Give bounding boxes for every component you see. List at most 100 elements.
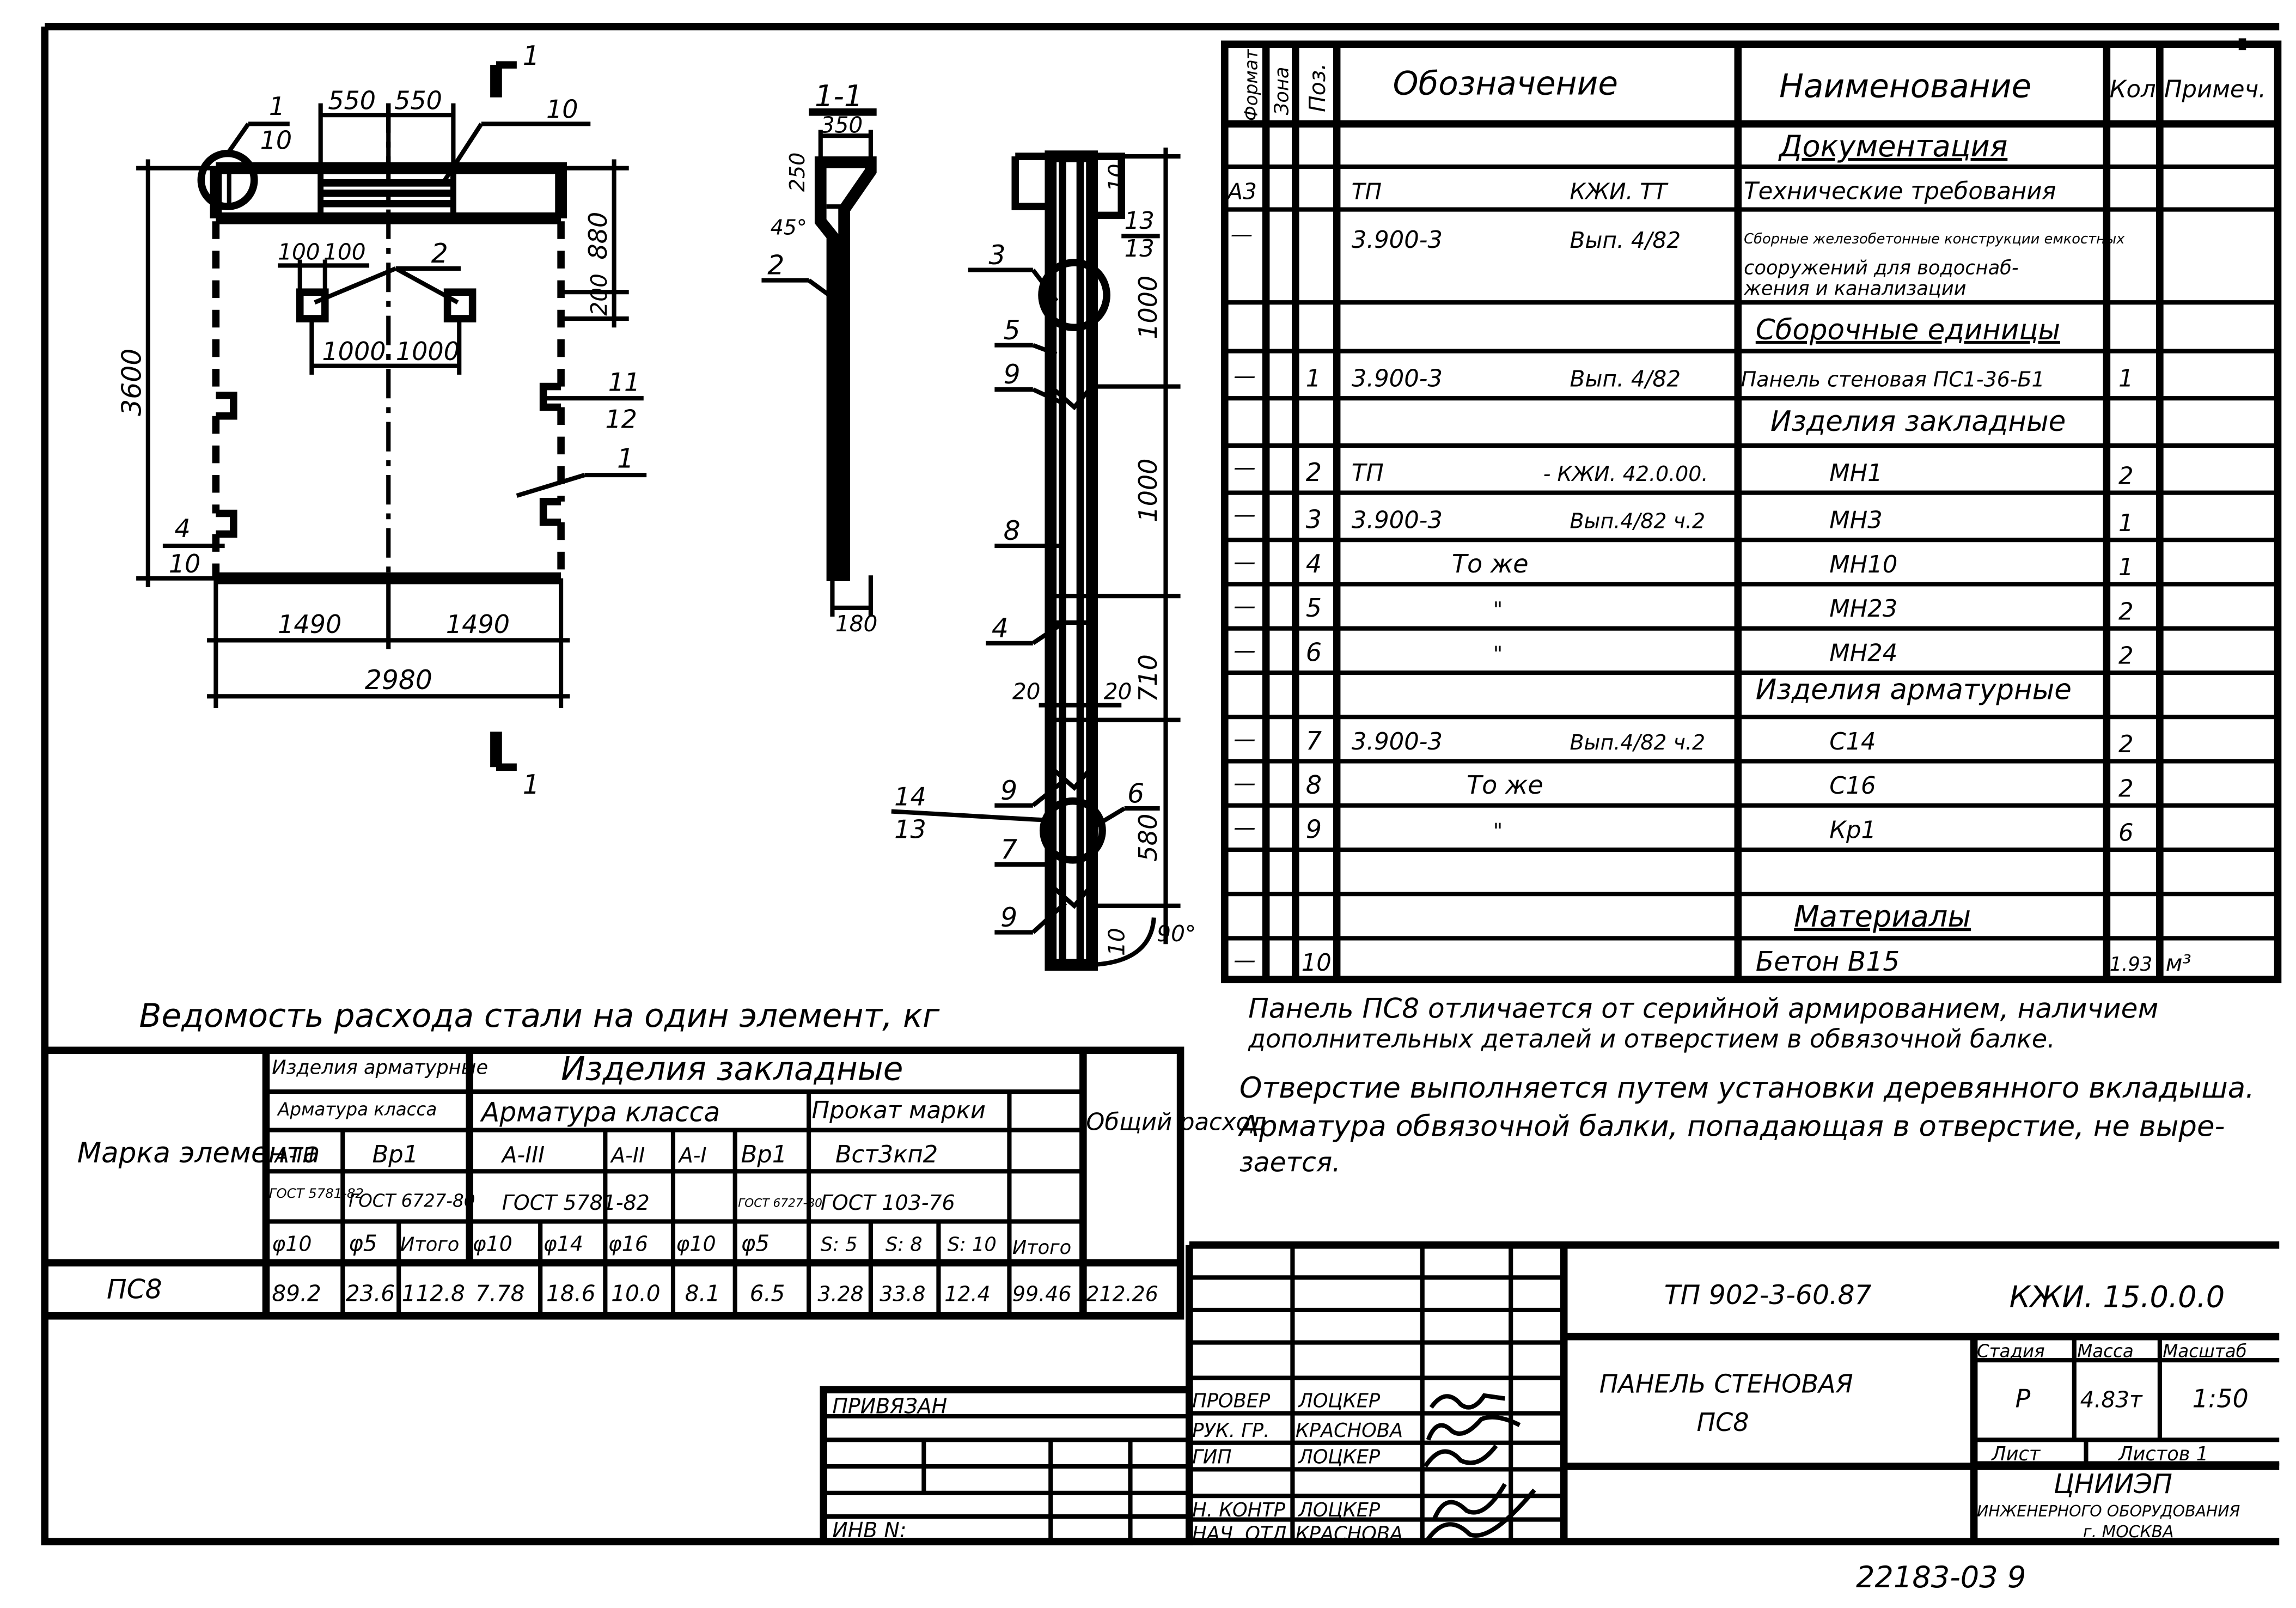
spec-cell: А3: [1226, 179, 1257, 205]
spec-section-rebar: Изделия арматурные: [1756, 674, 2072, 706]
notes-block: Панель ПС8 отличается от серийной армиро…: [1238, 992, 2255, 1178]
steel-gost-103: ГОСТ 103-76: [821, 1191, 955, 1215]
dim-1490-b: 1490: [446, 610, 510, 639]
spec-cell: Бетон В15: [1756, 947, 1900, 977]
spec-header-format: Формат: [1241, 48, 1261, 121]
spec-cell: 1: [1306, 366, 1321, 393]
steel-gost-5781b: ГОСТ 5781-82: [502, 1191, 650, 1215]
role-name: ГИП: [1192, 1446, 1231, 1469]
dim-550-a: 550: [328, 86, 376, 115]
role-name: НАЧ. ОТД: [1192, 1522, 1287, 1545]
org-city: г. МОСКВА: [2083, 1522, 2173, 1542]
elev-bot-10: 10: [1104, 928, 1130, 956]
spec-cell: 9: [1306, 814, 1322, 844]
role-person: ЛОЦКЕР: [1297, 1390, 1381, 1412]
elev-callout-6: 6: [1127, 778, 1144, 809]
spec-cell: —: [1234, 726, 1256, 752]
callout-10: 10: [546, 95, 578, 124]
role-person: ЛОЦКЕР: [1297, 1499, 1381, 1521]
steel-value: 89.2: [272, 1281, 321, 1307]
dim-2980: 2980: [365, 665, 432, 696]
spec-cell: 6: [2118, 820, 2134, 847]
mass-header: Масса: [2077, 1341, 2134, 1362]
role-name: ПРОВЕР: [1192, 1390, 1271, 1412]
drawing-code: КЖИ. 15.0.0.0: [2010, 1280, 2225, 1314]
spec-cell: Кр1: [1829, 817, 1876, 844]
role-name: РУК. ГР.: [1192, 1420, 1269, 1442]
spec-cell: То же: [1467, 770, 1543, 800]
spec-cell: 10: [1302, 949, 1332, 977]
spec-row: — 7 3.900-3 Вып.4/82 ч.2 С14 2: [1234, 726, 2134, 758]
elev-callout-9-a: 9: [1004, 360, 1021, 390]
steel-class-a3: А-III: [273, 1143, 315, 1167]
spec-row: — 3.900-3 Вып. 4/82 Сборные железобетонн…: [1231, 221, 2126, 254]
spec-row: — 9 " Кр1 6: [1234, 814, 2134, 847]
stage-header: Стадия: [1977, 1341, 2045, 1362]
steel-row-mark: ПС8: [107, 1274, 162, 1305]
callout-1-top: 1: [269, 92, 285, 121]
spec-section-materials: Материалы: [1794, 899, 1971, 934]
steel-class-a3b: А-III: [500, 1142, 545, 1168]
spec-cell: Вып.4/82 ч.2: [1570, 509, 1706, 533]
title-block: ПРИВЯЗАН ИНВ N: ПРОВЕР ЛОЦКЕР РУК. ГР. К…: [820, 1241, 2280, 1594]
spec-row: жения и канализации: [1743, 278, 1966, 300]
spec-cell: сооружений для водоснаб-: [1744, 257, 2018, 279]
spec-cell: ТП: [1352, 179, 1382, 205]
spec-cell: 2: [2118, 462, 2134, 490]
spec-cell: Сборные железобетонные конструкции емкос…: [1744, 231, 2125, 247]
dim-180: 180: [835, 611, 878, 637]
steel-d: φ10: [676, 1232, 716, 1256]
steel-header-rolled: Прокат марки: [812, 1097, 986, 1124]
signature-mark: [1423, 1488, 1536, 1545]
steel-value: 12.4: [944, 1282, 990, 1306]
spec-cell: —: [1234, 947, 1256, 973]
sheet-frame: [41, 22, 2280, 1545]
spec-cell: —: [1234, 637, 1256, 663]
spec-cell: ": [1493, 598, 1503, 622]
steel-d: Итого: [400, 1234, 459, 1256]
project-number: ТП 902-3-60.87: [1664, 1280, 1872, 1311]
spec-header-qty: Кол: [2110, 76, 2156, 103]
spec-cell: С16: [1829, 772, 1876, 800]
spec-cell: Технические требования: [1744, 178, 2056, 205]
elev-dim-20-a: 20: [1012, 679, 1041, 705]
spec-cell: Панель стеновая ПС1-36-Б1: [1741, 368, 2045, 392]
tied-label: ПРИВЯЗАН: [832, 1394, 947, 1418]
spec-section-docs: Документация: [1778, 129, 2007, 163]
steel-value: 6.5: [750, 1281, 785, 1307]
steel-header-mark: Марка элемента: [77, 1137, 320, 1170]
spec-cell: 2: [2118, 775, 2134, 802]
callout-1-bottom: 10: [260, 126, 292, 155]
spec-cell: МН10: [1829, 551, 1897, 578]
steel-d: S: 8: [886, 1234, 923, 1256]
steel-class-a2: А-II: [609, 1143, 645, 1167]
section-mark-top: 1: [523, 41, 540, 71]
spec-cell: МН3: [1829, 507, 1883, 534]
spec-row: сооружений для водоснаб-: [1744, 257, 2018, 279]
spec-section-assemblies: Сборочные единицы: [1756, 314, 2060, 346]
spec-cell: МН1: [1829, 460, 1883, 487]
steel-header-rebar-items: Изделия арматурные: [272, 1057, 488, 1079]
spec-cell: —: [1234, 770, 1256, 796]
role-name: Н. КОНТР: [1192, 1499, 1285, 1521]
spec-cell: 2: [2118, 598, 2134, 625]
steel-d: φ5: [741, 1231, 770, 1257]
spec-cell: МН23: [1829, 595, 1897, 623]
sheets-header: Листов 1: [2117, 1443, 2208, 1465]
spec-row: — 4 То же МН10 1: [1234, 549, 2134, 581]
steel-header-class2: Арматура класса: [480, 1097, 720, 1128]
steel-value: 212.26: [1086, 1282, 1158, 1306]
callout-12: 12: [605, 404, 637, 434]
note-line-3: Отверстие выполняется путем установки де…: [1239, 1071, 2255, 1105]
steel-value: 18.6: [546, 1281, 595, 1307]
dim-200: 200: [586, 273, 612, 316]
elev-dim-710: 710: [1133, 654, 1163, 702]
steel-table-title: Ведомость расхода стали на один элемент,…: [139, 997, 940, 1035]
elev-callout-3: 3: [989, 240, 1006, 271]
spec-cell: 3.900-3: [1352, 366, 1443, 393]
section-1-1: 1-1 350 250 45° 2 180: [761, 79, 877, 637]
spec-cell: 1: [2118, 510, 2134, 537]
dim-1490-a: 1490: [278, 610, 341, 639]
spec-row: — 8 То же С16 2: [1234, 770, 2134, 803]
spec-cell: Вып. 4/82: [1570, 366, 1681, 392]
